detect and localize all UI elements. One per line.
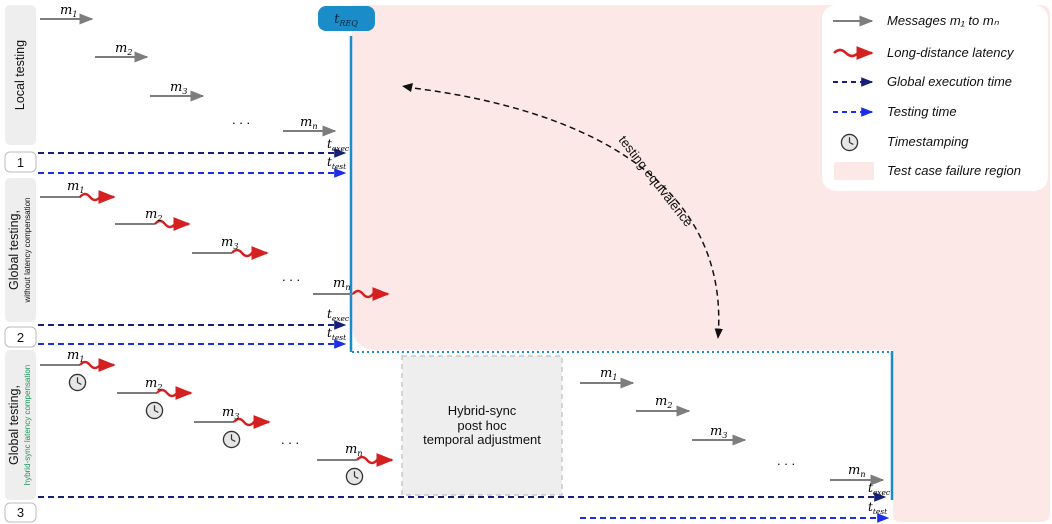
label-m3: m3 — [170, 80, 187, 96]
label-m2: m2 — [145, 376, 162, 392]
label-m3: m3 — [710, 424, 727, 440]
label-t-test: ttest — [327, 326, 347, 342]
treq-badge: tREQ — [318, 6, 375, 31]
legend-latency: Long-distance latency — [887, 45, 1015, 60]
legend-test: Testing time — [887, 104, 957, 119]
panel-3-subtitle: hybrid-sync latency compensation — [23, 365, 32, 486]
panel-3: 3 Global testing, hybrid-sync latency co… — [4, 350, 37, 523]
label-t-exec: texec — [327, 307, 350, 323]
label-mn: mn — [848, 463, 865, 479]
hybrid-line-1: Hybrid-sync — [448, 403, 517, 418]
testing-equivalence-arrow — [404, 86, 723, 340]
legend-failure: Test case failure region — [887, 163, 1021, 178]
ellipsis: . . . — [282, 269, 300, 284]
svg-text:tREQ: tREQ — [334, 12, 358, 28]
ellipsis: . . . — [281, 432, 299, 447]
panel-2: 2 Global testing, without latency compen… — [4, 178, 37, 348]
legend-timestamp: Timestamping — [887, 134, 969, 149]
panel-2-number: 2 — [17, 330, 24, 345]
latency-wave — [79, 358, 116, 372]
latency-wave — [156, 386, 193, 400]
label-m3: m3 — [221, 235, 238, 251]
label-m3: m3 — [222, 405, 239, 421]
label-m2: m2 — [115, 41, 132, 57]
legend-exec: Global execution time — [887, 74, 1012, 89]
label-t-test: ttest — [868, 500, 888, 516]
red-wavy-arrow-icon — [833, 46, 874, 60]
panel-1-number: 1 — [17, 155, 24, 170]
clock-icon — [222, 430, 241, 449]
label-m2: m2 — [655, 394, 672, 410]
treq-sub: REQ — [338, 19, 358, 28]
legend: Messages m₁ to mₙ Long-distance latency … — [822, 5, 1048, 191]
clock-icon — [345, 467, 364, 486]
latency-wave — [233, 415, 271, 429]
label-mn: mn — [345, 442, 362, 458]
panel-1: 1 Local testing — [4, 5, 37, 173]
hybrid-messages: m1 m2 m3 . . . mn — [40, 348, 394, 486]
local-messages: m1 m2 m3 . . . mn — [40, 3, 337, 137]
label-m1: m1 — [67, 348, 84, 364]
legend-messages: Messages m₁ to mₙ — [887, 13, 1000, 28]
label-t-exec: texec — [868, 481, 891, 497]
label-t-exec: texec — [327, 137, 350, 153]
global-messages: m1 m2 m3 . . . mn — [40, 179, 390, 301]
latency-wave — [154, 217, 191, 231]
latency-wave — [356, 453, 394, 467]
label-m2: m2 — [145, 207, 162, 223]
panel-3-title: Global testing, — [7, 385, 21, 465]
latency-wave — [352, 287, 390, 301]
clock-icon — [840, 133, 859, 152]
hybrid-line-3: temporal adjustment — [423, 432, 541, 447]
label-m1: m1 — [600, 366, 617, 382]
panel-3-number: 3 — [17, 505, 24, 520]
hybrid-sync-box: Hybrid-sync post hoc temporal adjustment — [401, 355, 563, 496]
treq-base: t — [334, 12, 340, 27]
label-m1: m1 — [67, 179, 84, 195]
label-m1: m1 — [60, 3, 77, 19]
panel-2-title: Global testing, — [7, 210, 21, 290]
label-mn: mn — [333, 276, 350, 292]
panel-1-title: Local testing — [13, 40, 27, 110]
ellipsis: . . . — [777, 453, 795, 468]
clock-icon — [145, 401, 164, 420]
label-t-test: ttest — [327, 155, 347, 171]
adjusted-messages: m1 m2 m3 . . . mn — [580, 366, 885, 486]
hybrid-line-2: post hoc — [457, 418, 507, 433]
ellipsis: . . . — [232, 112, 250, 127]
label-mn: mn — [300, 115, 317, 131]
clock-icon — [68, 373, 87, 392]
pink-region-icon — [834, 162, 874, 180]
latency-wave — [79, 190, 116, 204]
latency-wave — [231, 246, 269, 260]
panel-2-subtitle: without latency compensation — [23, 198, 32, 304]
